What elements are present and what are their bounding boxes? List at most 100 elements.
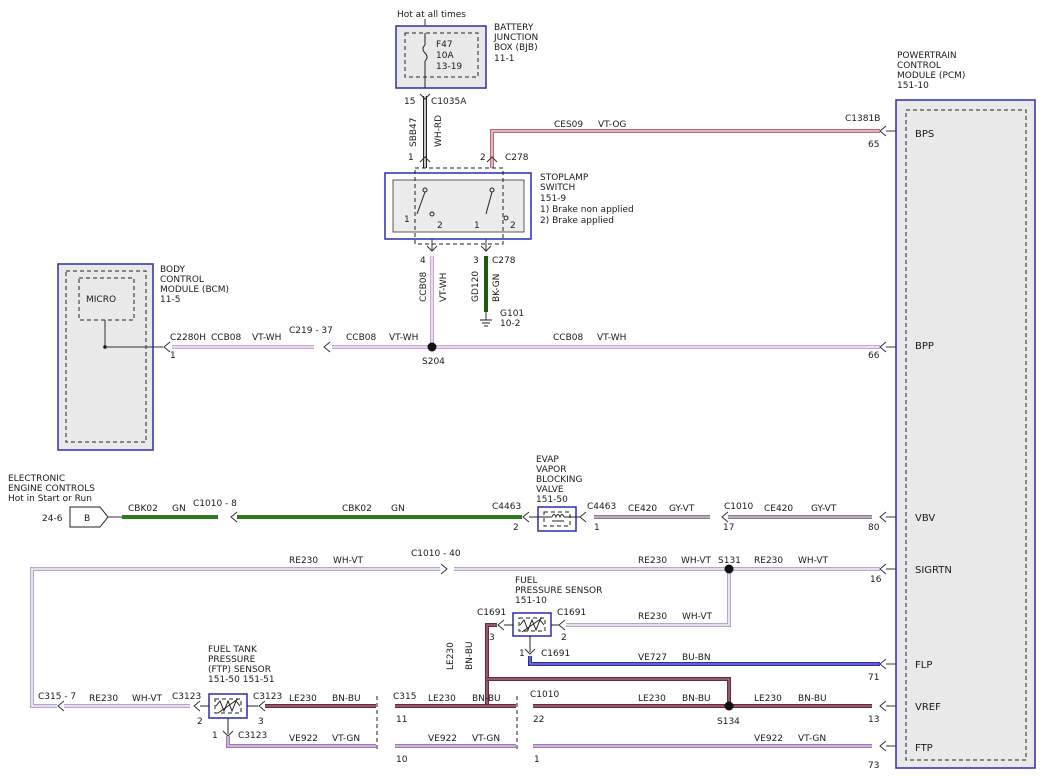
switch2-pos2: 2 [510, 221, 516, 231]
pcm-pin-vref: VREF [915, 702, 941, 713]
fuse-rating: 10A [436, 51, 454, 61]
stoplamp-label-1: STOPLAMP [540, 173, 589, 183]
wire-label-bn-bu-c: BN-BU [682, 694, 711, 704]
wire-label-le230-c: LE230 [638, 694, 666, 704]
wire-label-vt-wh-a: VT-WH [252, 333, 281, 343]
fuse-icon [422, 33, 428, 88]
connector-c4463-a: C4463 [492, 502, 521, 512]
pin-80: 80 [868, 523, 880, 533]
arrow-c4463-icon [522, 511, 530, 523]
splice-s204-label: S204 [422, 357, 445, 367]
pin-73: 73 [868, 761, 879, 771]
solenoid-coil-icon [529, 514, 580, 522]
wire-label-re230-e: RE230 [89, 694, 118, 704]
connector-c278-top-icon [486, 156, 498, 163]
arrow-c2280h-icon [163, 341, 171, 353]
wire-label-ve922-b: VE922 [428, 734, 457, 744]
wire-label-wh-rd: WH-RD [434, 115, 444, 147]
pcm-label-2: CONTROL [897, 61, 941, 71]
ftp-resistor-icon [200, 698, 258, 734]
wire-label-vt-og: VT-OG [598, 120, 626, 130]
wire-label-vt-gn-c: VT-GN [798, 734, 826, 744]
wire-label-gn-b: GN [391, 504, 405, 514]
wire-label-gy-vt-a: GY-VT [669, 504, 695, 514]
micro-label: MICRO [86, 295, 116, 305]
wire-ces09[interactable] [490, 129, 880, 168]
wire-label-ce420-a: CE420 [628, 504, 657, 514]
bcm-label-2: CONTROL [160, 275, 204, 285]
wire-label-re230-c: RE230 [754, 556, 783, 566]
wire-label-vt-wh-c: VT-WH [597, 333, 626, 343]
splice-s204[interactable] [427, 342, 437, 352]
stoplamp-label-2: SWITCH [540, 183, 575, 193]
eec-label-2: ENGINE CONTROLS [8, 484, 95, 494]
wire-label-ccb08-b: CCB08 [346, 333, 376, 343]
fuse-ref: 13-19 [436, 62, 462, 72]
splice-s131-label: S131 [718, 556, 741, 566]
wire-label-vt-wh-v: VT-WH [439, 273, 449, 302]
pcm-label-1: POWERTRAIN [897, 51, 957, 61]
wire-label-vt-wh-b: VT-WH [389, 333, 418, 343]
evap-label-3: BLOCKING [536, 475, 583, 485]
pin-1-bcm: 1 [170, 351, 176, 361]
arrow-ftp-icon [879, 740, 887, 752]
connector-c1010-8: C1010 - 8 [193, 499, 237, 509]
splice-s134[interactable] [724, 701, 734, 711]
pcm-label-3: MODULE (PCM) [897, 71, 965, 81]
connector-c3123-b: C3123 [253, 692, 282, 702]
connector-b[interactable] [69, 506, 109, 528]
arrow-c4463-b-icon [579, 511, 587, 523]
wire-label-ces09: CES09 [554, 120, 583, 130]
pcm-pin-ftp: FTP [915, 743, 933, 754]
arrow-flp-icon [879, 658, 887, 670]
pcm-label-4: 151-10 [897, 81, 929, 91]
splice-s134-label: S134 [717, 717, 740, 727]
splice-s131[interactable] [724, 564, 734, 574]
wire-label-bn-bu-v: BN-BU [465, 641, 475, 670]
fuse-id: F47 [436, 40, 453, 50]
wire-ve922-a[interactable] [226, 736, 376, 748]
pin-2-ftp: 2 [197, 717, 203, 727]
fps-label-1: FUEL [515, 576, 537, 586]
bcm-module[interactable] [57, 263, 154, 451]
pin-13: 13 [868, 715, 879, 725]
arrow-c1010-40-icon [440, 563, 448, 575]
pin-66: 66 [868, 351, 880, 361]
pin-71: 71 [868, 673, 879, 683]
wire-label-cbk02-a: CBK02 [128, 504, 158, 514]
hot-at-all-times-label: Hot at all times [397, 10, 466, 20]
pin-3: 3 [473, 256, 479, 266]
evap-valve[interactable] [537, 506, 577, 532]
pcm-pin-flp: FLP [915, 660, 932, 671]
wire-label-ce420-b: CE420 [764, 504, 793, 514]
wire-label-wh-vt-a: WH-VT [333, 556, 364, 566]
bjb-label-3: BOX (BJB) [494, 43, 538, 53]
pin-1-top: 1 [408, 153, 414, 163]
wire-re230-top[interactable] [30, 567, 880, 708]
wire-label-ccb08-v: CCB08 [419, 272, 429, 302]
pin-65: 65 [868, 140, 879, 150]
pin-22: 22 [533, 715, 544, 725]
stoplamp-label-3: 151-9 [540, 194, 566, 204]
arrow-c1691-a-icon [497, 619, 505, 631]
wire-label-le230-v: LE230 [446, 642, 456, 670]
pcm-module[interactable] [895, 99, 1036, 769]
switch-contacts-icon [416, 187, 509, 221]
connector-c219: C219 - 37 [289, 326, 333, 336]
wire-ve727[interactable] [528, 656, 880, 666]
stoplamp-label-5: 2) Brake applied [540, 216, 614, 226]
stoplamp-switch[interactable] [384, 167, 532, 245]
pin-3-fps: 3 [489, 633, 495, 643]
arrow-c315-7-icon [57, 700, 65, 712]
arrow-bpp-icon [879, 341, 887, 353]
wire-re230-fps[interactable] [566, 569, 731, 627]
pin-17: 17 [723, 523, 734, 533]
wire-le230-s134[interactable] [487, 677, 731, 706]
pin-10: 10 [396, 755, 408, 765]
battery-junction-box[interactable] [395, 25, 487, 89]
sensor-resistor-icon [504, 617, 559, 652]
switch1-pos2: 2 [437, 221, 443, 231]
connector-c2280h: C2280H [170, 333, 206, 343]
pin-2-top: 2 [480, 153, 486, 163]
bcm-label-4: 11-5 [160, 295, 180, 305]
